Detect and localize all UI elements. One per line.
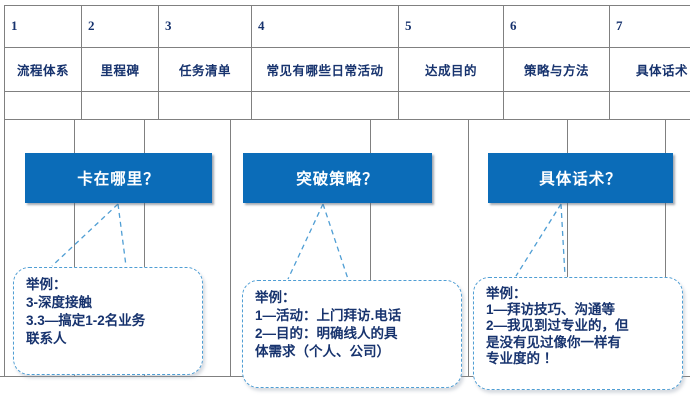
callout-3-line-2: 1—拜访技巧、沟通等 <box>486 302 616 318</box>
table-cell-number-4: 4 <box>251 5 399 48</box>
table-cell-number-3: 3 <box>158 5 252 48</box>
table-cell-label-1: 流程体系 <box>4 46 82 93</box>
table-cell-label-3: 任务清单 <box>158 46 252 93</box>
table-cell-blank-6 <box>503 91 610 120</box>
callout-1-line-3: 3.3—搞定1-2名业务 <box>26 312 146 328</box>
callout-3-line-4: 是没有见过像你一样有 <box>486 334 621 350</box>
table-cell-number-2: 2 <box>81 5 159 48</box>
table-cell-number-5: 5 <box>398 5 504 48</box>
table-cell-number-7: 7 <box>609 5 690 48</box>
table-row-blank <box>4 91 690 120</box>
table-cell-label-4: 常见有哪些日常活动 <box>251 46 399 93</box>
table-row-numbers: 1 2 3 4 5 6 7 <box>4 5 690 48</box>
callout-2-line-3: 2—目的：明确线人的具 <box>255 325 398 341</box>
table-cell-blank-4 <box>251 91 399 120</box>
callout-2-line-4: 体需求（个人、公司） <box>255 343 390 359</box>
callout-1-line-1: 举例： <box>26 277 67 292</box>
table-cell-label-7: 具体话术 <box>609 46 690 93</box>
table-cell-label-5: 达成目的 <box>398 46 504 93</box>
heading-box-2[interactable]: 突破策略？ <box>243 153 432 203</box>
callout-1-line-2: 3-深度接触 <box>26 294 93 310</box>
leader-line-2a <box>287 203 324 280</box>
table-cell-blank-5 <box>398 91 504 120</box>
leader-line-1b <box>117 203 127 267</box>
callout-box-2[interactable]: 举例： 1—活动：上门拜访.电话 2—目的：明确线人的具 体需求（个人、公司） <box>242 280 462 388</box>
leader-line-3b <box>560 203 566 277</box>
table-row-labels: 流程体系 里程碑 任务清单 常见有哪些日常活动 达成目的 策略与方法 具体话术 <box>4 46 690 93</box>
process-table: 1 2 3 4 5 6 7 流程体系 里程碑 任务清单 常见有哪些日常活动 达成… <box>4 5 690 120</box>
callout-3-line-3: 2—我见到过专业的，但 <box>486 318 629 334</box>
leader-line-2b <box>322 203 349 280</box>
heading-box-1[interactable]: 卡在哪里？ <box>25 153 212 203</box>
callout-box-3[interactable]: 举例： 1—拜访技巧、沟通等 2—我见到过专业的，但 是没有见过像你一样有 专业… <box>473 277 683 390</box>
table-cell-blank-7 <box>609 91 690 120</box>
callout-2-line-2: 1—活动：上门拜访.电话 <box>255 307 402 323</box>
heading-box-3-label: 具体话术？ <box>539 171 622 188</box>
table-cell-blank-2 <box>81 91 159 120</box>
heading-box-1-label: 卡在哪里？ <box>77 171 160 188</box>
heading-box-2-label: 突破策略？ <box>296 171 379 188</box>
leader-line-1a <box>51 203 119 267</box>
heading-box-3[interactable]: 具体话术？ <box>488 153 673 203</box>
leader-line-3a <box>515 203 562 277</box>
callout-3-line-1: 举例： <box>486 286 527 301</box>
table-cell-number-1: 1 <box>4 5 82 48</box>
table-cell-blank-1 <box>4 91 82 120</box>
table-cell-number-6: 6 <box>503 5 610 48</box>
callout-2-line-1: 举例： <box>255 290 296 305</box>
table-cell-label-2: 里程碑 <box>81 46 159 93</box>
table-cell-blank-3 <box>158 91 252 120</box>
callout-box-1[interactable]: 举例： 3-深度接触 3.3—搞定1-2名业务 联系人 <box>13 267 203 375</box>
callout-3-line-5: 专业度的 ！ <box>486 350 558 366</box>
callout-1-line-4: 联系人 <box>26 330 67 346</box>
table-cell-label-6: 策略与方法 <box>503 46 610 93</box>
